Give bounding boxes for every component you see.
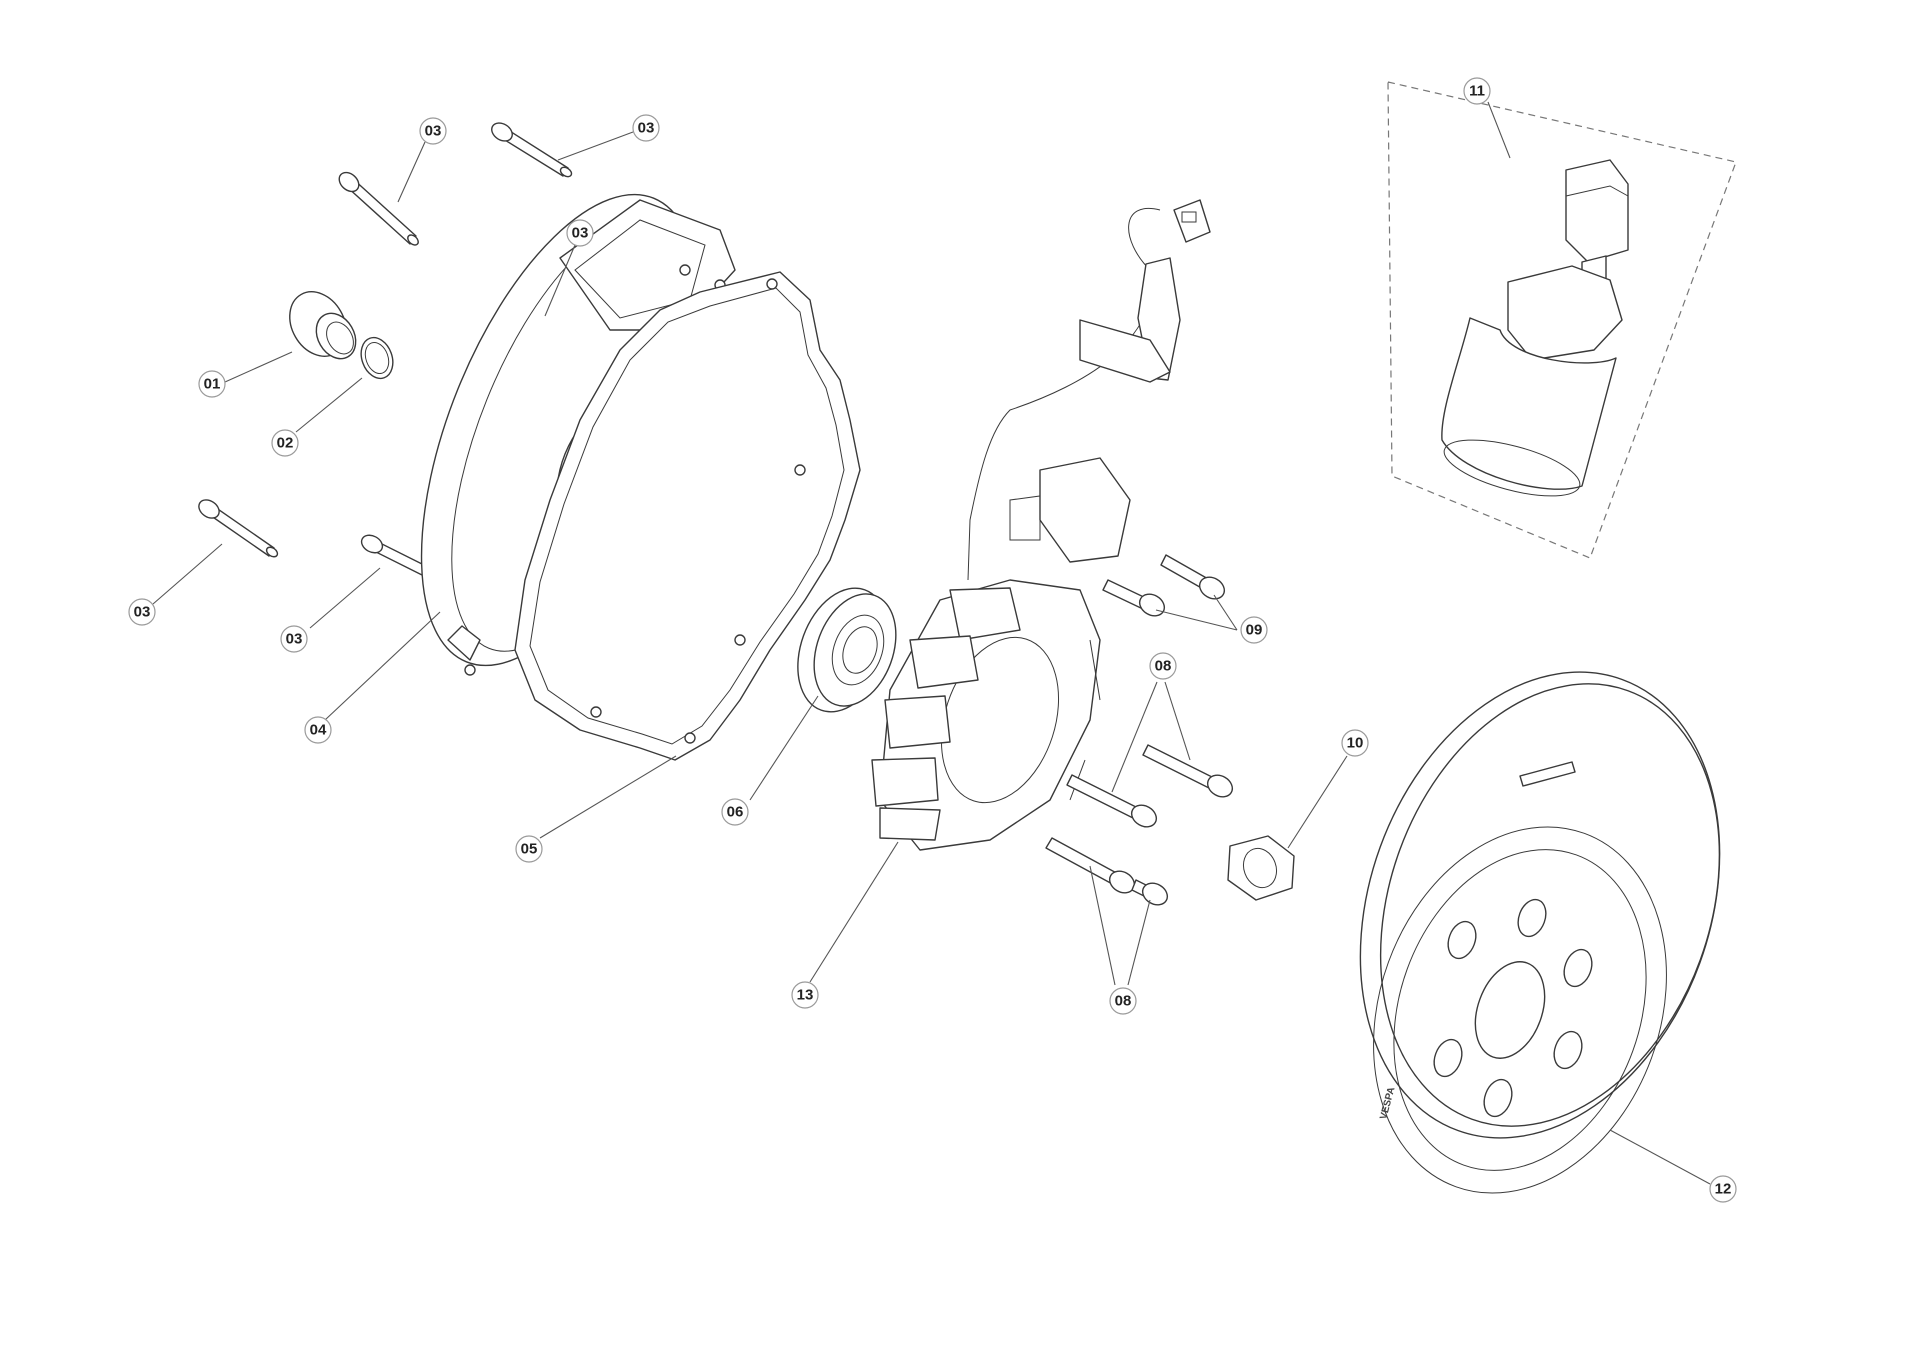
leader-06 bbox=[749, 695, 819, 801]
bolt-03-top-left bbox=[338, 171, 419, 246]
callout-label: 08 bbox=[1155, 658, 1172, 675]
callout-05: 05 bbox=[515, 835, 543, 863]
callout-03-top-left: 03 bbox=[419, 117, 447, 145]
callout-label: 10 bbox=[1347, 735, 1364, 752]
bearing-06 bbox=[797, 587, 897, 713]
bolt-08-right bbox=[1142, 744, 1234, 798]
leader-03a bbox=[397, 141, 426, 203]
callout-02: 02 bbox=[271, 429, 299, 457]
callout-04: 04 bbox=[304, 716, 332, 744]
callout-01: 01 bbox=[198, 370, 226, 398]
flywheel-12: VESPA bbox=[1359, 671, 1721, 1194]
flywheel-marking: VESPA bbox=[1378, 1086, 1397, 1121]
bolt-08-middle bbox=[1066, 774, 1158, 828]
callout-label: 06 bbox=[727, 804, 744, 821]
callout-08-upper: 08 bbox=[1149, 652, 1177, 680]
bolt-03-top-right bbox=[491, 122, 573, 178]
bolt-03-mid-left bbox=[198, 499, 279, 558]
callout-label: 04 bbox=[310, 722, 327, 739]
leader-01 bbox=[224, 351, 293, 383]
bolt-09-upper bbox=[1160, 554, 1226, 600]
leader-11 bbox=[1487, 101, 1511, 159]
leader-03e bbox=[309, 567, 381, 629]
o-ring-02 bbox=[360, 336, 394, 380]
callout-label: 03 bbox=[638, 120, 655, 137]
leader-03c bbox=[544, 244, 576, 317]
leader-05 bbox=[539, 755, 677, 839]
gasket-05 bbox=[514, 271, 861, 761]
puller-tool-11 bbox=[1387, 81, 1737, 559]
callout-03-on-cover: 03 bbox=[566, 219, 594, 247]
leader-09-2 bbox=[1155, 609, 1238, 631]
callout-03-mid-right: 03 bbox=[280, 625, 308, 653]
cap-01 bbox=[289, 291, 357, 360]
leader-lines bbox=[152, 101, 1711, 1185]
leader-08a-1 bbox=[1111, 681, 1158, 793]
leader-10 bbox=[1287, 755, 1348, 849]
callout-label: 08 bbox=[1115, 993, 1132, 1010]
leader-13 bbox=[809, 841, 899, 983]
callout-label: 12 bbox=[1715, 1181, 1732, 1198]
leader-02 bbox=[295, 377, 363, 433]
callout-11: 11 bbox=[1463, 77, 1491, 105]
callout-03-mid-left: 03 bbox=[128, 598, 156, 626]
callout-label: 05 bbox=[521, 841, 538, 858]
stator-13 bbox=[871, 199, 1211, 851]
leader-03d bbox=[152, 543, 223, 605]
callout-label: 03 bbox=[425, 123, 442, 140]
leader-08b-2 bbox=[1127, 899, 1151, 986]
callout-label: 01 bbox=[204, 376, 221, 393]
callout-label: 11 bbox=[1469, 83, 1485, 100]
callout-label: 02 bbox=[277, 435, 294, 452]
callout-03-top-right: 03 bbox=[632, 114, 660, 142]
callout-10: 10 bbox=[1341, 729, 1369, 757]
bolt-03-mid-right bbox=[360, 534, 431, 578]
callout-06: 06 bbox=[721, 798, 749, 826]
callout-label: 03 bbox=[572, 225, 589, 242]
bolt-08-lower-short bbox=[1131, 879, 1169, 906]
leader-04 bbox=[324, 611, 441, 721]
leader-08b-1 bbox=[1089, 865, 1116, 986]
leader-03b bbox=[557, 131, 634, 161]
callout-label: 03 bbox=[134, 604, 151, 621]
callout-13: 13 bbox=[791, 981, 819, 1009]
callout-09: 09 bbox=[1240, 616, 1268, 644]
bolt-08-lower-long bbox=[1045, 837, 1136, 894]
nut-10 bbox=[1227, 835, 1295, 901]
leader-08a-2 bbox=[1164, 681, 1191, 761]
callout-12: 12 bbox=[1709, 1175, 1737, 1203]
bolt-09-lower bbox=[1102, 579, 1166, 617]
callout-08-lower: 08 bbox=[1109, 987, 1137, 1015]
leader-09-1 bbox=[1213, 594, 1238, 631]
leader-12 bbox=[1609, 1129, 1711, 1185]
callout-label: 03 bbox=[286, 631, 303, 648]
callout-label: 13 bbox=[797, 987, 814, 1004]
callout-label: 09 bbox=[1246, 622, 1263, 639]
